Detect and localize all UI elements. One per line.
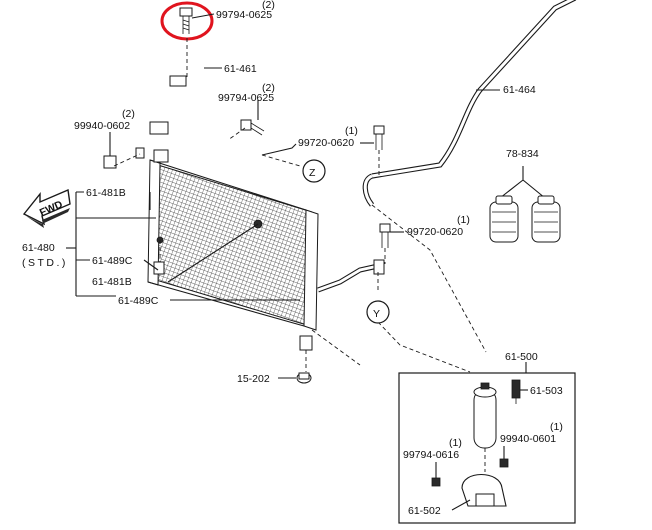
label-99794-0616: 99794-0616 bbox=[403, 449, 459, 461]
qty-72a: (1) bbox=[345, 125, 358, 137]
bolt-99794-0625-top bbox=[179, 7, 193, 34]
qty-601: (1) bbox=[550, 421, 563, 433]
label-61-464: 61-464 bbox=[503, 84, 536, 96]
ref-circle-y: Y bbox=[366, 300, 390, 324]
pipe-lower bbox=[317, 259, 385, 293]
bolt-99720-0620-b bbox=[379, 223, 391, 248]
label-99720-0620-a: 99720-0620 bbox=[298, 137, 354, 149]
label-99940-0601: 99940-0601 bbox=[500, 433, 556, 445]
label-std: (STD.) bbox=[22, 257, 68, 269]
receiver-drier-group bbox=[398, 362, 576, 524]
label-61-461: 61-461 bbox=[224, 63, 257, 75]
label-99794-0625-top: 99794-0625 bbox=[216, 9, 272, 21]
label-61-502: 61-502 bbox=[408, 505, 441, 517]
qty-72b: (1) bbox=[457, 214, 470, 226]
leader-lines bbox=[66, 13, 528, 511]
condenser bbox=[147, 121, 319, 351]
label-61-503: 61-503 bbox=[530, 385, 563, 397]
label-15-202: 15-202 bbox=[237, 373, 270, 385]
label-61-481b-top: 61-481B bbox=[86, 187, 126, 199]
bolt-99720-0620-a bbox=[373, 125, 385, 150]
bolt-99794-0625-mid bbox=[240, 119, 265, 136]
ref-circle-z: Z bbox=[302, 159, 326, 183]
label-61-480: 61-480 bbox=[22, 242, 55, 254]
label-78-834: 78-834 bbox=[506, 148, 539, 160]
label-61-489c-bottom: 61-489C bbox=[118, 295, 159, 307]
assembly-dash-lines bbox=[113, 38, 487, 373]
label-61-489c-top: 61-489C bbox=[92, 255, 133, 267]
label-99940-0602: 99940-0602 bbox=[74, 120, 130, 132]
ref-z-label: Z bbox=[309, 167, 316, 179]
qty-left: (2) bbox=[122, 108, 135, 120]
qty-mid: (2) bbox=[262, 82, 275, 94]
hose-61-461 bbox=[169, 60, 297, 158]
desiccant-bags bbox=[489, 166, 561, 243]
ref-y-label: Y bbox=[373, 308, 380, 320]
fitting-15-202 bbox=[296, 372, 312, 384]
label-61-500: 61-500 bbox=[505, 351, 538, 363]
qty-616: (1) bbox=[449, 437, 462, 449]
fwd-arrow: FWD bbox=[22, 188, 71, 228]
label-99794-0625-mid: 99794-0625 bbox=[218, 92, 274, 104]
label-61-481b-bottom: 61-481B bbox=[92, 276, 132, 288]
part-labels: (2) 99794-0625 61-461 (2) 99794-0625 (2)… bbox=[22, 0, 563, 517]
nut-99940-0602 bbox=[103, 147, 145, 169]
pipe-61-464 bbox=[362, 0, 577, 207]
label-99720-0620-b: 99720-0620 bbox=[407, 226, 463, 238]
qty-top: (2) bbox=[262, 0, 275, 11]
